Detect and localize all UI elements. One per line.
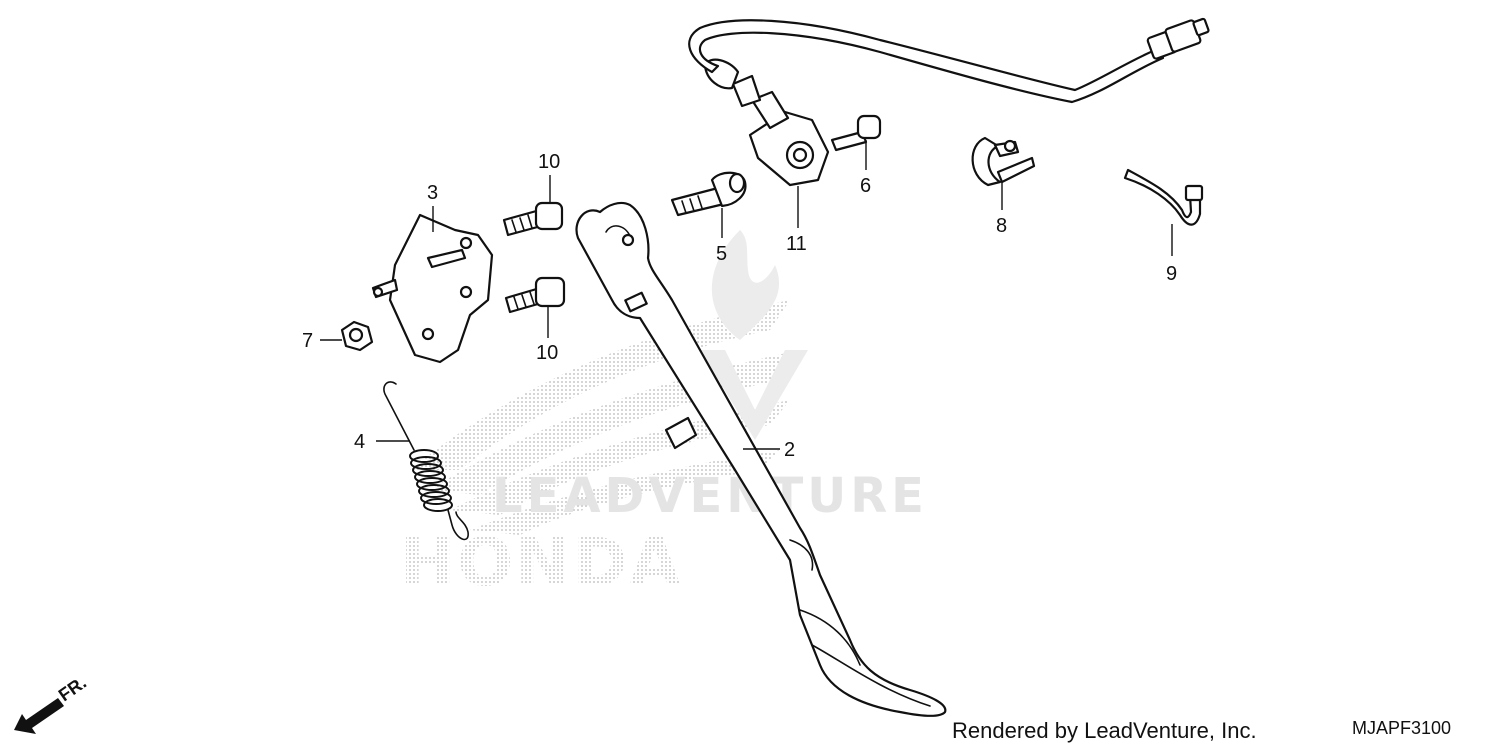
callout-7: 7 (302, 330, 313, 352)
front-arrow-icon (14, 698, 64, 734)
side-stand (575, 201, 947, 717)
callout-6: 6 (860, 175, 871, 197)
return-spring (383, 381, 469, 541)
small-bolt (830, 114, 882, 152)
footer-credit: Rendered by LeadVenture, Inc. (952, 718, 1257, 743)
bolt-upper (502, 201, 564, 237)
callout-10-upper: 10 (538, 151, 560, 173)
callout-8: 8 (996, 215, 1007, 237)
callout-4: 4 (354, 431, 365, 453)
callout-3: 3 (427, 182, 438, 204)
flange-nut (340, 320, 374, 352)
bolt-lower (504, 276, 566, 314)
callout-5: 5 (716, 243, 727, 265)
wire-harness (688, 17, 1210, 104)
callout-10-lower: 10 (536, 342, 558, 364)
watermark-flame-icon (700, 230, 808, 440)
front-direction-label: FR. (55, 672, 90, 705)
diagram-code: MJAPF3100 (1352, 718, 1452, 738)
pivot-bolt (670, 171, 747, 217)
background-logo-text: HONDA (400, 524, 682, 601)
callout-9: 9 (1166, 263, 1177, 285)
leader-lines (320, 140, 1173, 450)
callout-2: 2 (784, 439, 795, 461)
side-stand-switch (703, 58, 830, 187)
cable-tie (1123, 168, 1204, 226)
wire-clamp (971, 136, 1036, 187)
watermark-text: LEADVENTURE (492, 468, 928, 524)
callout-11: 11 (786, 233, 807, 255)
bracket-plate (371, 213, 494, 364)
